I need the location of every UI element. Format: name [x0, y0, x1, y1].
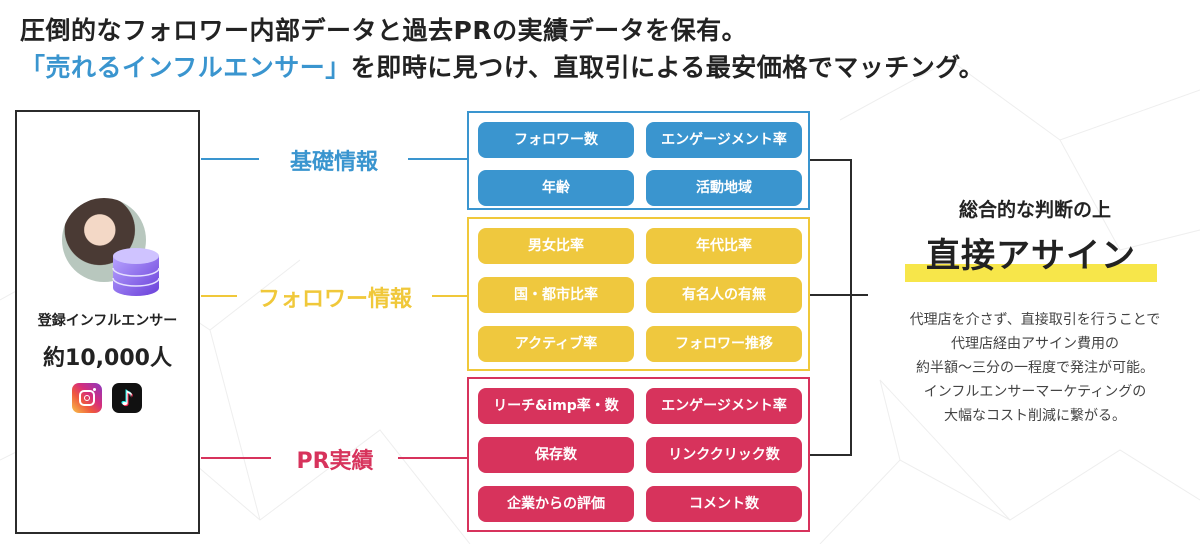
metric-pill: 有名人の有無	[646, 277, 802, 313]
category-label-basic: 基礎情報	[289, 150, 378, 175]
assign-highlight	[905, 264, 1157, 282]
metric-pill: 男女比率	[478, 228, 634, 264]
metric-pill: 年齢	[478, 170, 634, 206]
metric-pill: フォロワー数	[478, 122, 634, 158]
description-line: インフルエンサーマーケティングの	[923, 384, 1147, 400]
connector-pr-right	[398, 457, 467, 459]
metric-pill: エンゲージメント率	[646, 122, 802, 158]
headline: 圧倒的なフォロワー内部データと過去PRの実績データを保有。 「売れるインフルエン…	[20, 12, 984, 86]
connector-follower-left	[201, 295, 237, 297]
metric-pill: 国・都市比率	[478, 277, 634, 313]
metric-pill: 企業からの評価	[478, 486, 634, 522]
metric-pill: 活動地域	[646, 170, 802, 206]
headline-highlight: 「売れるインフルエンサー」	[20, 53, 351, 82]
category-label-follower: フォロワー情報	[257, 287, 412, 312]
result-description: 代理店を介さず、直接取引を行うことで 代理店経由アサイン費用の 約半額〜三分の一…	[870, 308, 1200, 428]
description-line: 約半額〜三分の一程度で発注が可能。	[916, 360, 1154, 376]
description-line: 代理店経由アサイン費用の	[951, 336, 1119, 352]
influencer-count: 約10,000人	[43, 346, 172, 371]
influencer-profile-card: 登録インフルエンサー 約10,000人 ♪	[15, 110, 200, 534]
connector-pr-left	[201, 457, 271, 459]
connector-basic-left	[201, 158, 259, 160]
metric-pill: 保存数	[478, 437, 634, 473]
metric-pill: リンククリック数	[646, 437, 802, 473]
metric-pill: リーチ&imp率・数	[478, 388, 634, 424]
metric-pill: エンゲージメント率	[646, 388, 802, 424]
description-line: 代理店を介さず、直接取引を行うことで	[909, 312, 1161, 328]
metric-pill: フォロワー推移	[646, 326, 802, 362]
connector-follower-right	[432, 295, 467, 297]
registered-influencer-label: 登録インフルエンサー	[37, 313, 178, 329]
metric-pill: アクティブ率	[478, 326, 634, 362]
direct-assign-text: 直接アサイン	[926, 236, 1136, 276]
instagram-icon	[72, 383, 102, 413]
pr-results-box: リーチ&imp率・数 エンゲージメント率 保存数 リンククリック数 企業からの評…	[467, 377, 810, 532]
result-title: 総合的な判断の上	[958, 199, 1111, 221]
follower-info-box: 男女比率 年代比率 国・都市比率 有名人の有無 アクティブ率 フォロワー推移	[467, 217, 810, 371]
category-label-pr: PR実績	[296, 449, 374, 474]
headline-line1: 圧倒的なフォロワー内部データと過去PRの実績データを保有。	[20, 16, 748, 45]
connector-basic-right	[408, 158, 467, 160]
database-icon	[112, 248, 160, 296]
basic-info-box: フォロワー数 エンゲージメント率 年齢 活動地域	[467, 111, 810, 210]
tiktok-icon: ♪	[112, 383, 142, 413]
metric-pill: コメント数	[646, 486, 802, 522]
description-line: 大幅なコスト削減に繋がる。	[944, 408, 1126, 424]
metric-pill: 年代比率	[646, 228, 802, 264]
direct-assign-heading: 直接アサイン	[905, 230, 1157, 282]
headline-line2: を即時に見つけ、直取引による最安価格でマッチング。	[350, 53, 985, 82]
